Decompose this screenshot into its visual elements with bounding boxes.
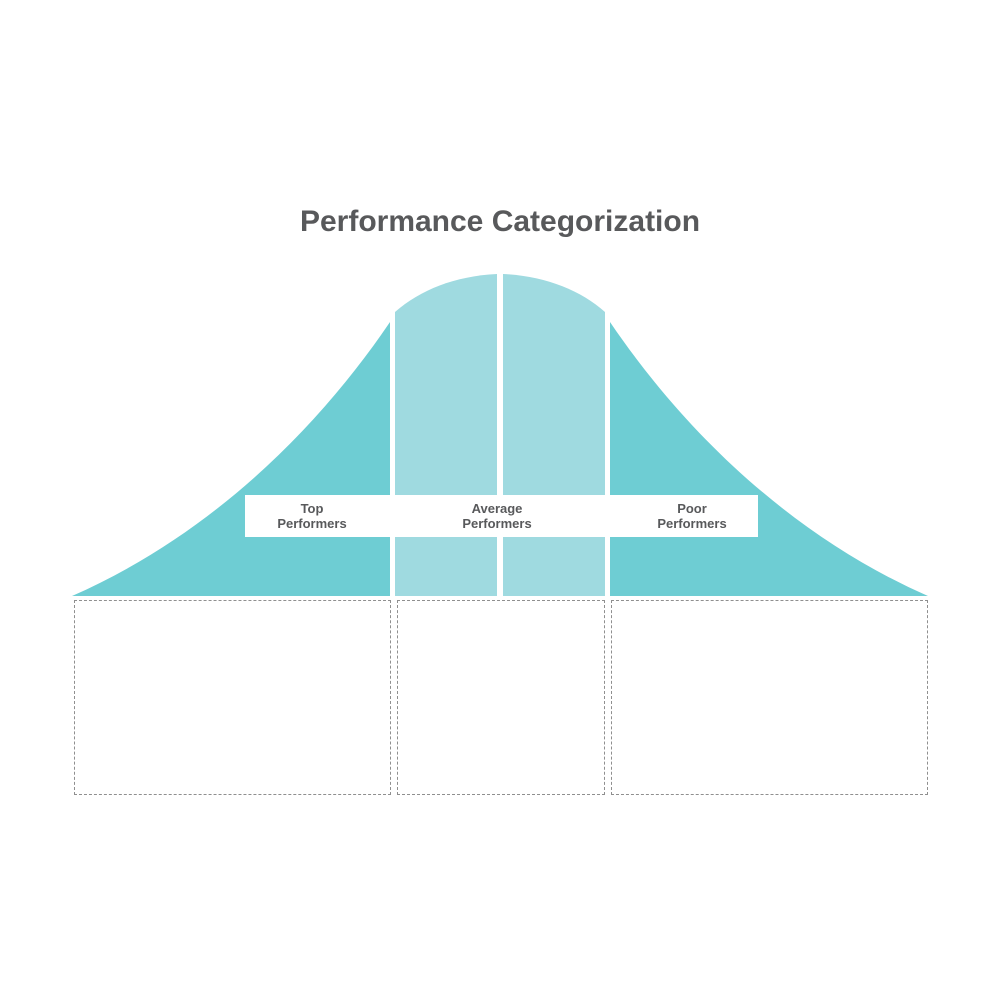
category-label-poor: Poor Performers	[642, 501, 742, 531]
diagram-title: Performance Categorization	[299, 205, 701, 238]
average-performers-box[interactable]	[397, 600, 605, 795]
bell-curve-left-tail	[72, 322, 390, 596]
category-label-top-line2: Performers	[277, 516, 347, 531]
bell-curve-center-right	[503, 274, 605, 596]
category-label-average-line2: Performers	[462, 516, 532, 531]
label-band	[245, 495, 758, 537]
poor-performers-box[interactable]	[611, 600, 928, 795]
category-label-average: Average Performers	[447, 501, 547, 531]
category-label-average-line1: Average	[471, 501, 523, 516]
bell-curve-center-left	[395, 274, 497, 596]
category-label-poor-line2: Performers	[657, 516, 727, 531]
category-label-top: Top Performers	[262, 501, 362, 531]
top-performers-box[interactable]	[74, 600, 391, 795]
bell-curve-right-tail	[610, 322, 928, 596]
category-label-top-line1: Top	[300, 501, 324, 516]
category-label-poor-line1: Poor	[677, 501, 707, 516]
